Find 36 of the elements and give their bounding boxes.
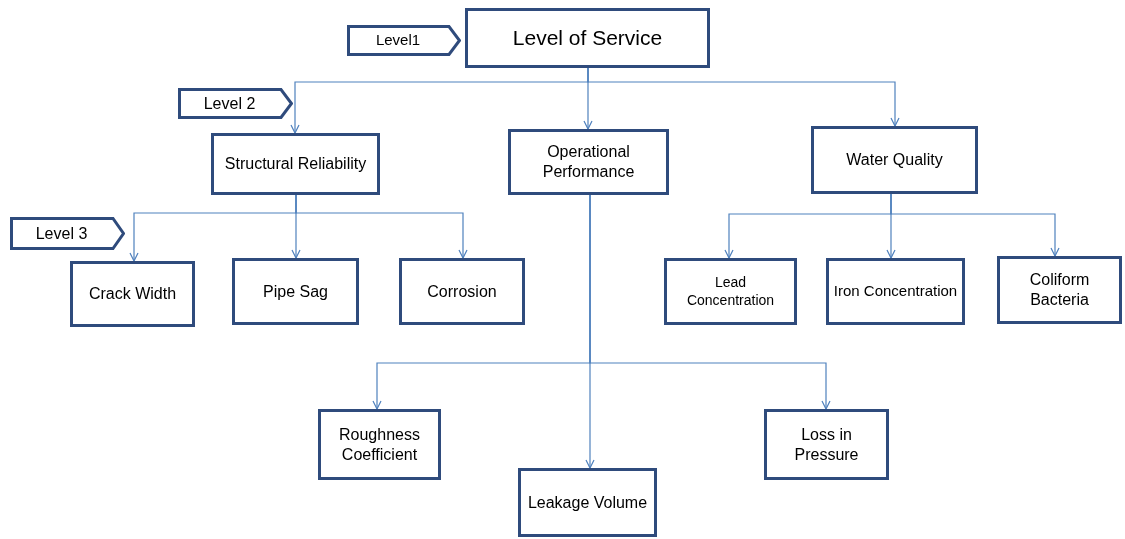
process-box [826,258,965,325]
level-tag [10,217,125,250]
node-label: Leakage Volume [527,492,648,513]
node-label: Operational Performance [541,142,636,182]
process-box [997,256,1122,324]
connector-arrow [587,67,900,127]
node-label: Iron Concentration [833,282,958,301]
node-label: Level 3 [35,223,88,244]
node-label: Loss in Pressure [793,424,860,465]
process-box [508,129,669,195]
node-label: Coliform Bacteria [1028,270,1091,310]
process-box [664,258,797,325]
connector-arrow [890,193,1060,257]
node-label: Level 2 [203,93,256,114]
node-label: Structural Reliability [224,154,367,174]
node-label: Crack Width [88,284,177,304]
process-box [811,126,978,194]
process-box [318,409,441,480]
process-box [211,133,380,195]
node-label: Lead Concentration [685,274,776,309]
node-label: Level1 [375,31,421,50]
process-box [399,258,525,325]
node-label: Water Quality [846,150,943,170]
connector-arrow [295,194,468,259]
node-label: Corrosion [427,281,497,302]
node-label: Pipe Sag [263,281,328,302]
process-box [70,261,195,327]
level-tag [347,25,461,56]
process-box [465,8,710,68]
connector-arrow [589,194,831,410]
level-tag [178,88,293,119]
process-box [232,258,359,325]
node-label: Level of Service [512,24,663,51]
node-label: Roughness Coefficient [338,424,421,465]
process-box [518,468,657,537]
process-box [764,409,889,480]
